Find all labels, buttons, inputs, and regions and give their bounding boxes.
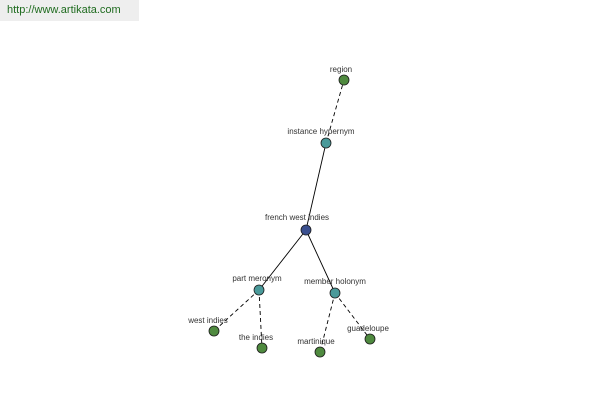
edge-member-holonym-to-martinique — [319, 292, 336, 353]
edge-part-meronym-to-the-indies — [258, 289, 263, 349]
node-member-holonym-circle[interactable] — [329, 287, 341, 299]
site-url-banner[interactable]: http://www.artikata.com — [0, 0, 139, 21]
node-instance-hypernym[interactable]: instance hypernym — [287, 127, 355, 149]
node-region-circle[interactable] — [338, 74, 350, 86]
node-member-holonym[interactable]: member holonym — [304, 277, 366, 299]
node-guadeloupe[interactable]: guadeloupe — [347, 324, 389, 345]
node-martinique-label: martinique — [297, 337, 335, 346]
edge-french-west-indies-to-instance-hypernym — [305, 142, 327, 231]
node-the-indies[interactable]: the indies — [239, 333, 273, 354]
node-the-indies-circle[interactable] — [256, 342, 268, 354]
edge-french-west-indies-to-member-holonym — [305, 229, 336, 294]
node-martinique[interactable]: martinique — [297, 337, 335, 358]
nodes-layer: region instance hypernym french west indie… — [187, 65, 389, 358]
node-member-holonym-label: member holonym — [304, 277, 366, 286]
node-west-indies-circle[interactable] — [208, 325, 220, 337]
node-region[interactable]: region — [330, 65, 352, 86]
node-french-west-indies-circle[interactable] — [300, 224, 312, 236]
edge-french-west-indies-to-part-meronym — [258, 229, 307, 291]
node-instance-hypernym-circle[interactable] — [320, 137, 332, 149]
node-region-label: region — [330, 65, 352, 74]
edge-instance-hypernym-to-region — [325, 79, 345, 144]
node-west-indies-label: west indies — [187, 316, 228, 325]
edge-part-meronym-to-west-indies — [213, 289, 260, 332]
node-the-indies-label: the indies — [239, 333, 273, 342]
node-part-meronym[interactable]: part meronym — [232, 274, 282, 296]
node-french-west-indies-label: french west indies — [265, 213, 329, 222]
edge-member-holonym-to-guadeloupe — [334, 292, 371, 340]
edges-layer — [213, 79, 371, 353]
node-instance-hypernym-label: instance hypernym — [287, 127, 354, 136]
node-part-meronym-circle[interactable] — [253, 284, 265, 296]
node-west-indies[interactable]: west indies — [187, 316, 228, 337]
node-martinique-circle[interactable] — [314, 346, 326, 358]
node-guadeloupe-circle[interactable] — [364, 333, 376, 345]
node-guadeloupe-label: guadeloupe — [347, 324, 389, 333]
node-french-west-indies[interactable]: french west indies — [265, 213, 329, 236]
node-part-meronym-label: part meronym — [232, 274, 282, 283]
